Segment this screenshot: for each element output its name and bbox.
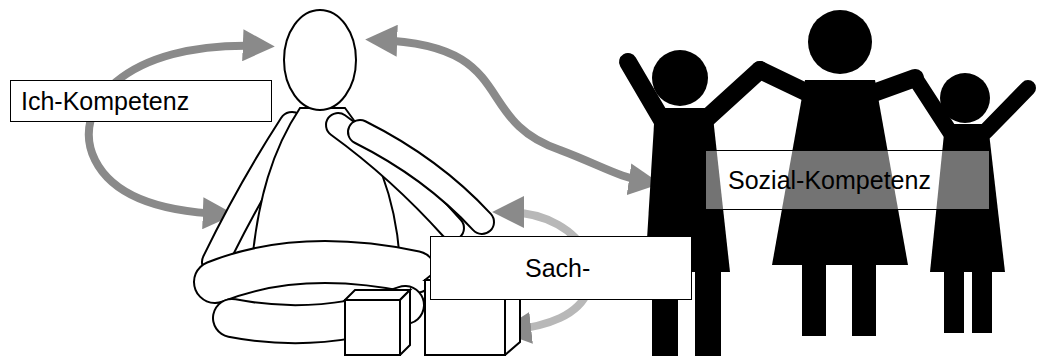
competence-label: Ich-Kompetenz <box>21 87 189 116</box>
competence-label-box: Sach- <box>430 236 692 300</box>
group-silhouettes <box>628 10 1028 356</box>
competence-label: Sozial-Kompetenz <box>728 166 931 195</box>
competence-label: Sach- <box>525 254 590 283</box>
competence-label-box: Sozial-Kompetenz <box>705 150 990 210</box>
ich-loop-arrow <box>89 46 262 214</box>
competence-label-box: Ich-Kompetenz <box>10 80 272 122</box>
